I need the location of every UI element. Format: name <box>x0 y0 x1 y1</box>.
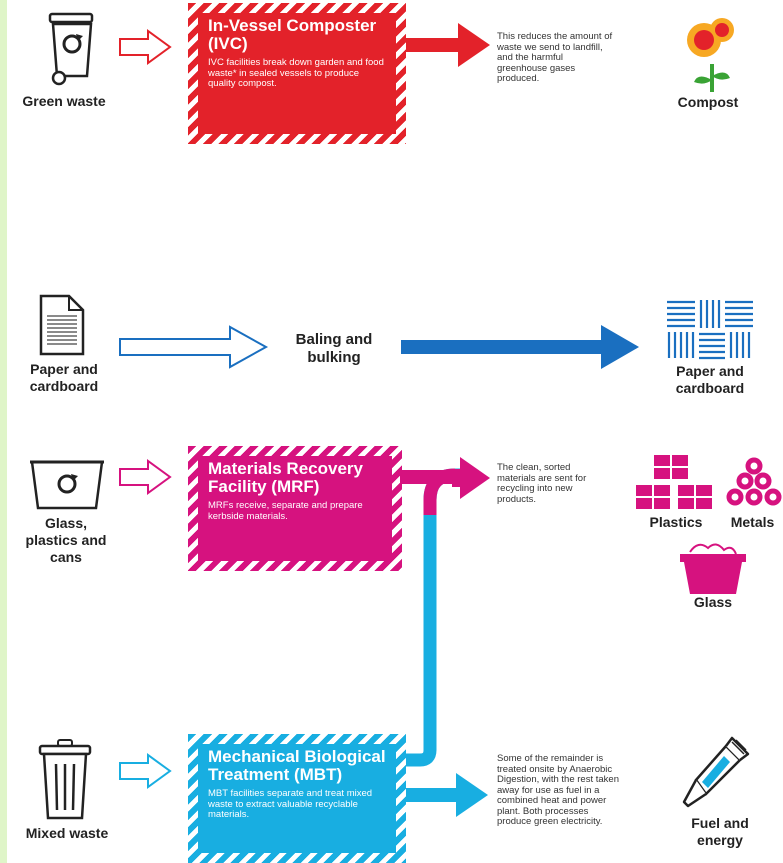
facility-mbt-desc: MBT facilities separate and treat mixed … <box>208 788 373 820</box>
output-label-metals: Metals <box>730 514 775 530</box>
output-label-fuel: Fuel and energy <box>691 815 749 848</box>
glass-tub-icon <box>680 543 746 594</box>
output-label-plastics: Plastics <box>649 514 703 530</box>
facility-ivc: In-Vessel Composter (IVC) IVC facilities… <box>188 3 406 144</box>
hollow-arrow-red <box>119 29 172 65</box>
facility-mrf-desc: MRFs receive, separate and prepare kerbs… <box>208 500 363 522</box>
output-label-compost: Compost <box>677 94 739 110</box>
left-green-rule <box>0 0 7 863</box>
facility-mbt-title: Mechanical Biological Treatment (MBT) <box>208 747 386 784</box>
facility-ivc-desc: IVC facilities break down garden and foo… <box>208 57 384 89</box>
hollow-arrow-blue <box>119 325 269 369</box>
solid-arrow-blue <box>401 325 639 369</box>
source-label-paper: Paper and cardboard <box>29 361 99 394</box>
hollow-arrow-cyan <box>119 753 172 789</box>
solid-arrow-red <box>406 23 490 67</box>
hollow-arrow-magenta <box>119 459 172 495</box>
paper-bale-icon <box>667 300 753 360</box>
source-label-mixed: Mixed waste <box>25 825 109 841</box>
facility-mbt: Mechanical Biological Treatment (MBT) MB… <box>188 734 406 863</box>
facility-ivc-title: In-Vessel Composter (IVC) <box>208 16 377 53</box>
solid-arrow-cyan <box>406 773 488 817</box>
process-baling: Baling and bulking <box>295 331 373 366</box>
recycling-box-icon <box>30 460 104 510</box>
mbt-to-mrf-connector <box>400 468 462 767</box>
note-ivc: This reduces the amount of waste we send… <box>497 31 613 84</box>
facility-mrf-title: Materials Recovery Facility (MRF) <box>208 459 363 496</box>
output-label-paper: Paper and cardboard <box>675 363 745 396</box>
wheelie-bin-icon <box>48 12 94 86</box>
output-label-glass: Glass <box>693 594 733 610</box>
solid-arrow-magenta <box>452 457 490 499</box>
source-label-glass: Glass, plastics and cans <box>25 515 107 565</box>
fuel-tube-icon <box>682 736 750 808</box>
source-label-green-waste: Green waste <box>22 93 106 109</box>
note-mbt: Some of the remainder is treated onsite … <box>497 753 619 827</box>
metal-rings-icon <box>726 457 782 506</box>
note-mrf: The clean, sorted materials are sent for… <box>497 462 587 505</box>
trash-can-icon <box>38 739 92 820</box>
document-icon <box>39 294 85 356</box>
sunflower-icon <box>687 18 734 92</box>
plastic-blocks-icon <box>636 455 712 509</box>
facility-mrf: Materials Recovery Facility (MRF) MRFs r… <box>188 446 402 571</box>
